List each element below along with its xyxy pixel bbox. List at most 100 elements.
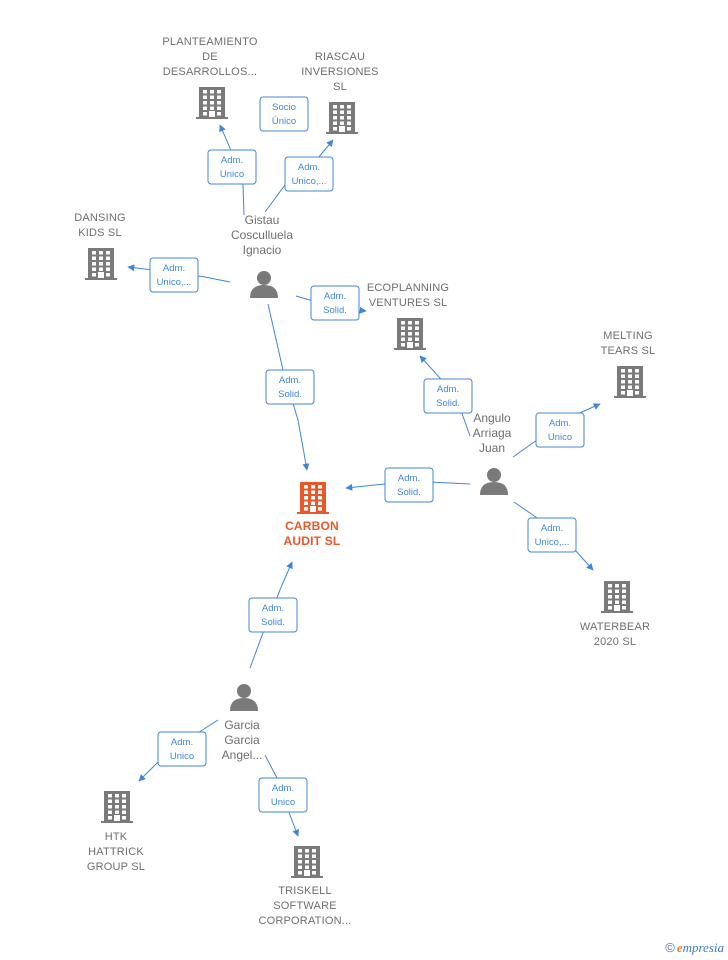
edge-label-text: Adm.: [163, 263, 185, 274]
edge-label-e9[interactable]: Adm.Solid.: [384, 467, 434, 503]
edge-label-text: Adm.: [272, 783, 294, 794]
person-icon[interactable]: [250, 271, 278, 298]
edge-label-text: Adm.: [262, 603, 284, 614]
edge-label-text: Unico: [220, 169, 244, 180]
edge-label-box[interactable]: [258, 777, 308, 813]
edge-label-box[interactable]: [384, 467, 434, 503]
edge-label-box[interactable]: [527, 517, 577, 553]
edge-label-box[interactable]: [265, 369, 315, 405]
node-ecoplanning[interactable]: ECOPLANNING VENTURES SL: [367, 282, 449, 350]
person-icon[interactable]: [480, 468, 508, 495]
company-building-icon[interactable]: [196, 87, 228, 119]
node-label-htk[interactable]: HTK: [105, 831, 128, 843]
edge-label-text: Único: [272, 116, 296, 127]
node-triskell[interactable]: TRISKELL SOFTWARE CORPORATION...: [258, 846, 351, 927]
node-label-planteamiento[interactable]: DE: [202, 51, 218, 63]
edge-label-e4[interactable]: Adm. Unico,...: [149, 257, 199, 293]
company-building-icon[interactable]: [291, 846, 323, 878]
node-label-planteamiento[interactable]: PLANTEAMIENTO: [162, 36, 258, 48]
node-label-ecoplanning[interactable]: ECOPLANNING: [367, 282, 449, 294]
edge-label-text: Unico: [548, 432, 572, 443]
node-label-triskell[interactable]: SOFTWARE: [273, 900, 337, 912]
node-label-carbon[interactable]: AUDIT SL: [284, 534, 341, 548]
node-label-melting[interactable]: TEARS SL: [601, 345, 656, 357]
node-label-angulo[interactable]: Angulo: [473, 411, 511, 425]
node-htk[interactable]: HTK HATTRICK GROUP SL: [87, 791, 145, 873]
node-label-melting[interactable]: MELTING: [603, 330, 652, 342]
edge-label-text: Solid.: [397, 487, 421, 498]
edge-label-e8[interactable]: Adm.Unico: [535, 412, 585, 448]
node-label-waterbear[interactable]: WATERBEAR: [580, 621, 650, 633]
edge-label-text: Socio: [272, 102, 296, 113]
node-label-htk[interactable]: HATTRICK: [88, 846, 144, 858]
copyright-symbol: ©: [665, 940, 675, 955]
edge-label-text: Adm.: [279, 375, 301, 386]
company-building-icon[interactable]: [601, 581, 633, 613]
node-label-htk[interactable]: GROUP SL: [87, 861, 145, 873]
edge-label-e5[interactable]: Adm.Solid.: [310, 285, 360, 321]
edge-label-text: Adm.: [324, 291, 346, 302]
edge-label-e3[interactable]: Adm.Unico,...: [284, 156, 334, 192]
node-label-riascau[interactable]: SL: [333, 81, 347, 93]
node-dansing[interactable]: DANSING KIDS SL: [74, 212, 126, 280]
node-label-garcia[interactable]: Garcia: [224, 718, 260, 732]
node-label-carbon[interactable]: CARBON: [285, 519, 339, 533]
node-label-planteamiento[interactable]: DESARROLLOS...: [163, 66, 258, 78]
node-label-garcia[interactable]: Angel...: [222, 748, 263, 762]
edge-label-box[interactable]: [423, 378, 473, 414]
node-label-angulo[interactable]: Juan: [479, 441, 505, 455]
edge-label-text: Unico,...: [157, 277, 192, 288]
node-label-triskell[interactable]: CORPORATION...: [258, 915, 351, 927]
edge-label-box[interactable]: [157, 731, 207, 767]
node-label-gistau[interactable]: Cosculluela: [231, 228, 293, 242]
company-building-icon[interactable]: [326, 102, 358, 134]
edge-label-box[interactable]: [149, 257, 199, 293]
main-company-building-icon[interactable]: [297, 482, 329, 514]
company-building-icon[interactable]: [101, 791, 133, 823]
node-label-waterbear[interactable]: 2020 SL: [594, 636, 636, 648]
node-label-riascau[interactable]: INVERSIONES: [301, 66, 378, 78]
node-label-angulo[interactable]: Arriaga: [473, 426, 512, 440]
edge-label-e11[interactable]: Adm.Solid.: [248, 597, 298, 633]
edge-label-e13[interactable]: Adm. Unico: [258, 777, 308, 813]
node-garcia[interactable]: GarciaGarciaAngel...: [222, 684, 263, 762]
node-label-riascau[interactable]: RIASCAU: [315, 51, 365, 63]
edge-label-e6[interactable]: Adm.Solid.: [265, 369, 315, 405]
node-melting[interactable]: MELTING TEARS SL: [601, 330, 656, 398]
edge-label-box[interactable]: [259, 96, 309, 132]
node-riascau[interactable]: RIASCAU INVERSIONES SL: [301, 51, 378, 134]
node-label-dansing[interactable]: KIDS SL: [78, 227, 122, 239]
node-waterbear[interactable]: WATERBEAR 2020 SL: [580, 581, 650, 648]
node-label-triskell[interactable]: TRISKELL: [278, 885, 332, 897]
edge-label-e7[interactable]: Adm. Solid.: [423, 378, 473, 414]
edge-label-text: Adm.: [437, 384, 459, 395]
edge-label-box[interactable]: [535, 412, 585, 448]
edge-label-text: Unico: [271, 797, 295, 808]
edge-label-text: Adm.: [171, 737, 193, 748]
edge-label-box[interactable]: [207, 149, 257, 185]
edge-label-text: Adm.: [298, 162, 320, 173]
edge-label-e12[interactable]: Adm.Unico: [157, 731, 207, 767]
edge-label-box[interactable]: [284, 156, 334, 192]
node-planteamiento[interactable]: PLANTEAMIENTO DE DESARROLLOS...: [162, 36, 258, 119]
edge-label-text: Solid.: [436, 398, 460, 409]
company-building-icon[interactable]: [85, 248, 117, 280]
company-building-icon[interactable]: [394, 318, 426, 350]
brand-name: mpresia: [682, 940, 724, 955]
person-icon[interactable]: [230, 684, 258, 711]
edge-label-box[interactable]: [248, 597, 298, 633]
edge-label-e1[interactable]: Adm.Unico: [207, 149, 257, 185]
company-building-icon[interactable]: [614, 366, 646, 398]
edge-label-e10[interactable]: Adm.Unico,...: [527, 517, 577, 553]
node-label-gistau[interactable]: Gistau: [245, 213, 280, 227]
node-label-gistau[interactable]: Ignacio: [243, 243, 282, 257]
edge-label-box[interactable]: [310, 285, 360, 321]
node-label-ecoplanning[interactable]: VENTURES SL: [369, 297, 448, 309]
node-label-dansing[interactable]: DANSING: [74, 212, 126, 224]
node-label-garcia[interactable]: Garcia: [224, 733, 260, 747]
